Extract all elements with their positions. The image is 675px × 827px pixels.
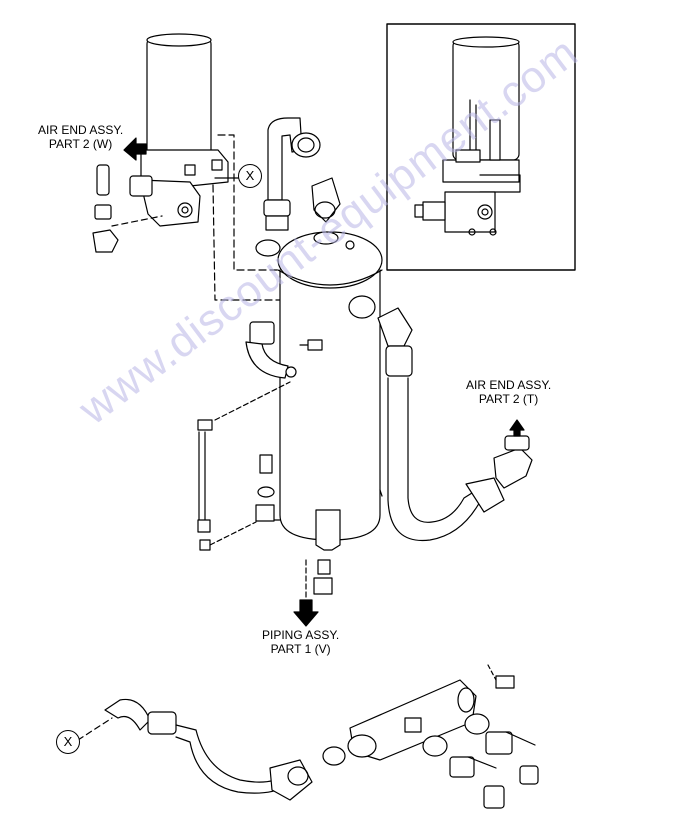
callout-x-bottom-label: X	[63, 734, 73, 749]
label-piping-line2: PART 1 (V)	[270, 642, 331, 656]
receiver-tank	[255, 231, 383, 551]
label-piping-line1: PIPING ASSY.	[262, 628, 340, 642]
callout-x-bottom: X	[56, 730, 80, 754]
label-piping: PIPING ASSY. PART 1 (V)	[262, 628, 339, 656]
left-drain-line	[197, 321, 323, 551]
label-air-end-w-line2: PART 2 (W)	[48, 137, 113, 151]
label-air-end-t-line1: AIR END ASSY.	[466, 378, 552, 392]
drain-manifold	[322, 664, 539, 809]
discharge-hose	[377, 307, 533, 542]
bottom-hose	[77, 698, 313, 801]
upper-piping	[255, 117, 341, 257]
filter-assembly	[92, 33, 286, 301]
label-air-end-w-line1: AIR END ASSY.	[38, 123, 124, 137]
bottom-drain	[293, 559, 333, 627]
label-air-end-t: AIR END ASSY. PART 2 (T)	[466, 378, 551, 406]
inset-view	[386, 23, 576, 271]
callout-x-top: X	[238, 164, 262, 188]
label-air-end-w: AIR END ASSY. PART 2 (W)	[38, 123, 123, 151]
label-air-end-t-line2: PART 2 (T)	[478, 392, 539, 406]
callout-x-top-label: X	[245, 168, 255, 183]
